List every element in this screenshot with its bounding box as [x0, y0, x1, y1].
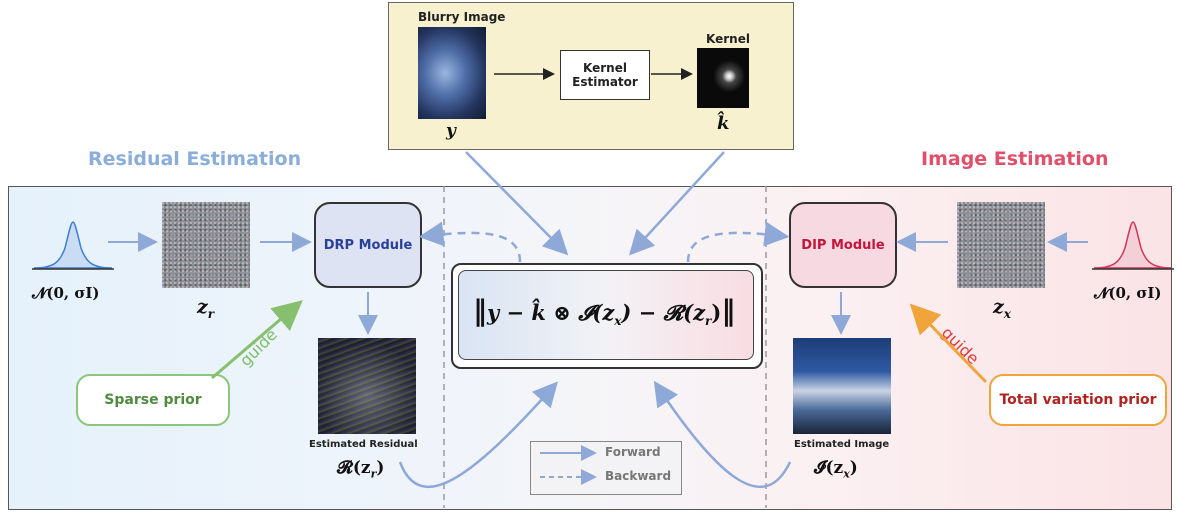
residual-output-symbol: 𝓡(zr): [337, 458, 384, 480]
image-output-main: 𝓘(z: [814, 458, 844, 478]
blurry-image-label: Blurry Image: [418, 10, 506, 24]
image-output-close: ): [849, 458, 858, 478]
backward-arrow-to-drp: [418, 221, 522, 263]
arrow-k-to-objective: [628, 151, 725, 256]
latent-left-sub: r: [207, 306, 215, 321]
latent-right-sub: x: [1003, 306, 1011, 321]
residual-output-main: 𝓡(z: [337, 458, 371, 478]
sparse-prior-box: Sparse prior: [76, 374, 230, 426]
noise-distribution-left: 𝓝(0, σI): [32, 284, 100, 302]
kernel-symbol: k̂: [717, 113, 730, 134]
image-estimation-title: Image Estimation: [921, 148, 1109, 170]
image-output-sub: x: [843, 467, 850, 481]
estimated-image-caption: Estimated Image: [794, 439, 890, 450]
objective-sub-1: x: [614, 314, 622, 329]
gaussian-icon-right: [1092, 221, 1174, 270]
kernel-image: [697, 48, 749, 108]
objective-part-2: ) − 𝓡(z: [621, 300, 706, 325]
arrow-residual-to-objective: [398, 381, 558, 489]
total-variation-prior-box: Total variation prior: [989, 374, 1167, 426]
latent-left-main: z: [197, 296, 208, 318]
estimated-residual-caption: Estimated Residual: [309, 439, 418, 450]
objective-part-3: ): [711, 300, 722, 325]
norm-close: ‖: [721, 294, 736, 327]
noise-image-left: [162, 202, 250, 288]
dip-module-label: DIP Module: [801, 237, 885, 253]
image-output-symbol: 𝓘(zx): [814, 458, 858, 480]
backward-arrow-to-dip: [686, 221, 790, 263]
total-variation-prior-label: Total variation prior: [999, 392, 1157, 408]
objective-part-1: y − k̂ ⊗ 𝓘(z: [487, 300, 615, 325]
blurry-image-symbol: y: [446, 121, 456, 141]
noise-image-right: [957, 202, 1045, 288]
residual-output-sub: r: [370, 467, 377, 481]
guide-arrow-left: [211, 300, 303, 380]
noise-distribution-right: 𝓝(0, σI): [1094, 284, 1162, 302]
latent-right-main: z: [993, 296, 1004, 318]
legend-box: [530, 441, 682, 495]
objective-inner-box: [458, 270, 754, 360]
objective-sub-2: r: [705, 314, 712, 329]
drp-module-label: DRP Module: [323, 237, 413, 253]
dip-module[interactable]: DIP Module: [789, 202, 897, 288]
latent-symbol-right: zx: [993, 296, 1011, 321]
guide-arrow-right: [909, 303, 988, 384]
residual-estimation-title: Residual Estimation: [88, 148, 302, 170]
arrow-y-to-objective: [465, 151, 569, 256]
latent-symbol-left: zr: [197, 296, 214, 321]
residual-output-close: ): [376, 458, 385, 478]
legend-backward-label: Backward: [605, 469, 672, 483]
legend-forward-label: Forward: [605, 445, 661, 459]
objective-formula: ‖y − k̂ ⊗ 𝓘(zx) − 𝓡(zr)‖: [473, 294, 735, 328]
arrow-image-to-objective: [653, 380, 792, 489]
sparse-prior-label: Sparse prior: [104, 392, 202, 408]
kernel-estimator-label-1: Kernel: [583, 61, 627, 75]
kernel-label: Kernel: [706, 32, 750, 46]
drp-module[interactable]: DRP Module: [314, 202, 422, 288]
estimated-residual-image: [318, 338, 416, 434]
blurry-image: [418, 27, 486, 119]
kernel-estimator-box: Kernel Estimator: [560, 50, 650, 100]
norm-open: ‖: [473, 294, 487, 327]
estimated-image: [793, 338, 891, 434]
kernel-estimator-label-2: Estimator: [572, 75, 638, 89]
gaussian-icon-left: [32, 221, 114, 270]
